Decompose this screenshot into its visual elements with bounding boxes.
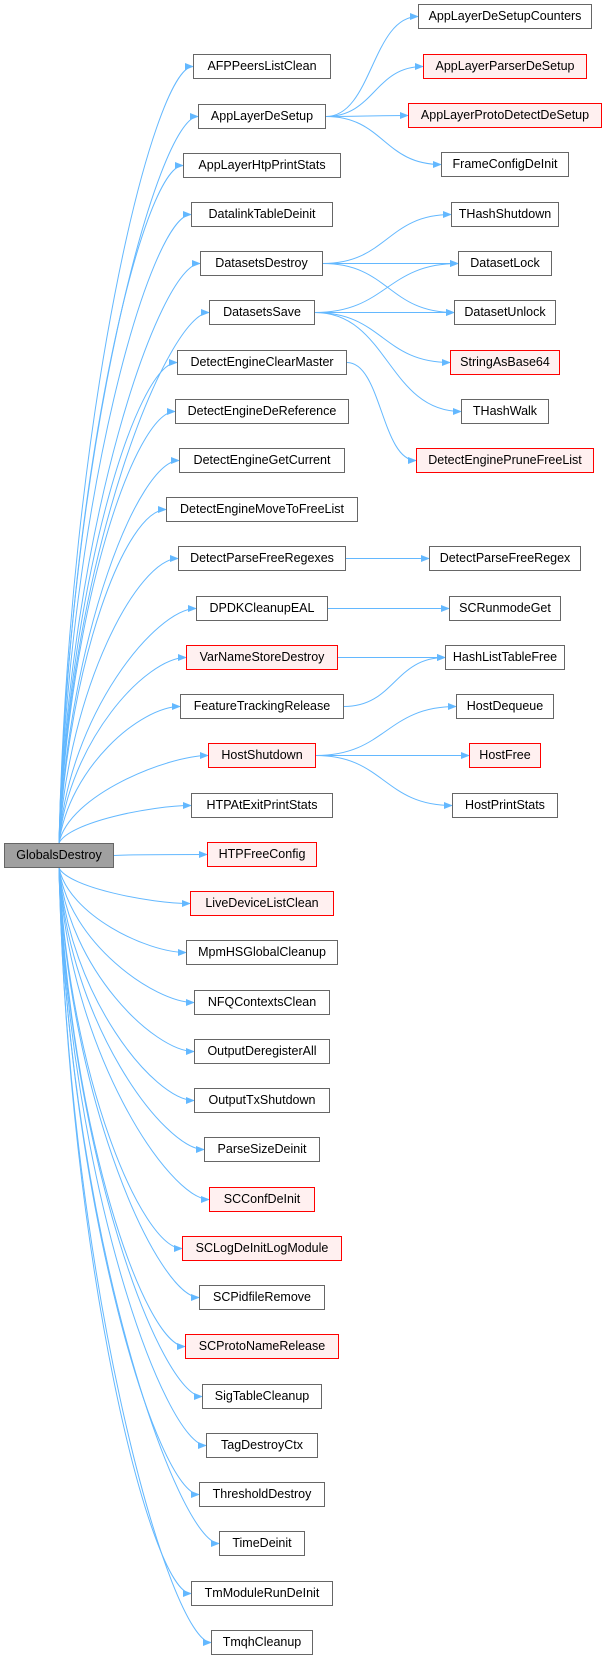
node-applayerparserdesetup[interactable]: AppLayerParserDeSetup: [423, 54, 587, 79]
edge-globalsdestroy-to-mpmhsglobalcleanup: [58, 867, 187, 957]
node-htpatexitprintstats[interactable]: HTPAtExitPrintStats: [191, 793, 333, 818]
node-thashwalk[interactable]: THashWalk: [461, 399, 549, 424]
edge-globalsdestroy-to-tmqhcleanup: [58, 867, 212, 1647]
edge-globalsdestroy-to-datasetsdestroy: [58, 259, 201, 844]
node-detectenginedereference[interactable]: DetectEngineDeReference: [175, 399, 349, 424]
node-datalinktabledeinit[interactable]: DatalinkTableDeinit: [191, 202, 333, 227]
edge-globalsdestroy-to-detectenginemovetofreelist: [58, 505, 167, 844]
edge-globalsdestroy-to-parsesizedeinit: [58, 867, 205, 1154]
edge-globalsdestroy-to-applayerdesetup: [58, 112, 199, 844]
node-stringasbase64[interactable]: StringAsBase64: [450, 350, 560, 375]
node-hashlisttablefree[interactable]: HashListTableFree: [445, 645, 565, 670]
node-thashshutdown[interactable]: THashShutdown: [451, 202, 559, 227]
node-scpidfileremove[interactable]: SCPidfileRemove: [199, 1285, 325, 1310]
edge-datasetssave-to-thashwalk: [314, 312, 462, 416]
node-tagdestroyctx[interactable]: TagDestroyCtx: [206, 1433, 318, 1458]
edge-globalsdestroy-to-detectenginegetcurrent: [58, 456, 180, 844]
edge-globalsdestroy-to-detectenginedereference: [58, 407, 176, 844]
node-datasetunlock[interactable]: DatasetUnlock: [454, 300, 556, 325]
edge-globalsdestroy-to-applayerhtpprintstats: [58, 161, 184, 844]
node-applayerdesetupcounters[interactable]: AppLayerDeSetupCounters: [418, 4, 592, 29]
node-thresholddestroy[interactable]: ThresholdDestroy: [199, 1482, 325, 1507]
edge-applayerdesetup-to-frameconfigdeinit: [325, 116, 442, 169]
edge-globalsdestroy-to-livedevicelistclean: [58, 867, 191, 908]
node-timedeinit[interactable]: TimeDeinit: [219, 1531, 305, 1556]
node-hostfree[interactable]: HostFree: [469, 743, 541, 768]
edge-hostshutdown-to-hostdequeue: [315, 702, 457, 756]
edge-globalsdestroy-to-nfqcontextsclean: [58, 867, 195, 1007]
edge-globalsdestroy-to-featuretrackingrelease: [58, 702, 181, 844]
node-hostdequeue[interactable]: HostDequeue: [456, 694, 554, 719]
node-applayerprotodetectdesetup[interactable]: AppLayerProtoDetectDeSetup: [408, 103, 602, 128]
edge-globalsdestroy-to-varnamestoredestroy: [58, 653, 187, 844]
node-outputderegisterall[interactable]: OutputDeregisterAll: [194, 1039, 330, 1064]
node-datasetlock[interactable]: DatasetLock: [458, 251, 552, 276]
node-dpdkcleanupeal[interactable]: DPDKCleanupEAL: [196, 596, 328, 621]
edge-globalsdestroy-to-datasetssave: [58, 308, 210, 844]
node-scconfdeinit[interactable]: SCConfDeInit: [209, 1187, 315, 1212]
edge-globalsdestroy-to-sclogdeinitlogmodule: [58, 867, 183, 1253]
node-datasetssave[interactable]: DatasetsSave: [209, 300, 315, 325]
node-sigtablecleanup[interactable]: SigTableCleanup: [202, 1384, 322, 1409]
edge-globalsdestroy-to-scconfdeinit: [58, 867, 210, 1204]
node-detectengineclearmaster[interactable]: DetectEngineClearMaster: [177, 350, 347, 375]
edge-globalsdestroy-to-detectparsefreeregexes: [58, 554, 179, 844]
edge-globalsdestroy-to-timedeinit: [58, 867, 220, 1548]
node-tmqhcleanup[interactable]: TmqhCleanup: [211, 1630, 313, 1655]
node-scrunmodeget[interactable]: SCRunmodeGet: [449, 596, 561, 621]
node-hostshutdown[interactable]: HostShutdown: [208, 743, 316, 768]
edge-globalsdestroy-to-outputderegisterall: [58, 867, 195, 1056]
node-nfqcontextsclean[interactable]: NFQContextsClean: [194, 990, 330, 1015]
node-parsesizedeinit[interactable]: ParseSizeDeinit: [204, 1137, 320, 1162]
node-afppeerslistclean[interactable]: AFPPeersListClean: [193, 54, 331, 79]
edge-globalsdestroy-to-htpfreeconfig: [113, 850, 208, 859]
node-globalsdestroy[interactable]: GlobalsDestroy: [4, 843, 114, 868]
node-htpfreeconfig[interactable]: HTPFreeConfig: [207, 842, 317, 867]
node-varnamestoredestroy[interactable]: VarNameStoreDestroy: [186, 645, 338, 670]
node-tmmodulerundeinit[interactable]: TmModuleRunDeInit: [191, 1581, 333, 1606]
edge-datasetsdestroy-to-datasetunlock: [322, 263, 455, 317]
edge-datasetsdestroy-to-thashshutdown: [322, 210, 452, 264]
node-detectenginemovetofreelist[interactable]: DetectEngineMoveToFreeList: [166, 497, 358, 522]
edge-globalsdestroy-to-tagdestroyctx: [58, 867, 207, 1450]
edge-globalsdestroy-to-datalinktabledeinit: [58, 210, 192, 844]
edge-globalsdestroy-to-htpatexitprintstats: [58, 801, 192, 844]
node-scprotonamerelease[interactable]: SCProtoNameRelease: [185, 1334, 339, 1359]
node-applayerdesetup[interactable]: AppLayerDeSetup: [198, 104, 326, 129]
node-detectengineprunefreelist[interactable]: DetectEnginePruneFreeList: [416, 448, 594, 473]
edge-globalsdestroy-to-hostshutdown: [58, 751, 209, 844]
edge-globalsdestroy-to-dpdkcleanupeal: [58, 604, 197, 844]
node-datasetsdestroy[interactable]: DatasetsDestroy: [200, 251, 323, 276]
node-hostprintstats[interactable]: HostPrintStats: [452, 793, 558, 818]
node-applayerhtpprintstats[interactable]: AppLayerHtpPrintStats: [183, 153, 341, 178]
node-outputtxshutdown[interactable]: OutputTxShutdown: [194, 1088, 330, 1113]
edge-globalsdestroy-to-scpidfileremove: [58, 867, 200, 1302]
node-sclogdeinitlogmodule[interactable]: SCLogDeInitLogModule: [182, 1236, 342, 1261]
edge-featuretrackingrelease-to-hashlisttablefree: [343, 653, 446, 707]
edge-applayerdesetup-to-applayerprotodetectdesetup: [325, 111, 409, 120]
edge-globalsdestroy-to-detectengineclearmaster: [58, 358, 178, 844]
edge-datasetssave-to-datasetlock: [314, 259, 459, 313]
edge-detectengineclearmaster-to-detectengineprunefreelist: [346, 362, 417, 465]
edge-globalsdestroy-to-sigtablecleanup: [58, 867, 203, 1401]
node-detectparsefreeregexes[interactable]: DetectParseFreeRegexes: [178, 546, 346, 571]
edge-globalsdestroy-to-outputtxshutdown: [58, 867, 195, 1105]
edge-hostshutdown-to-hostprintstats: [315, 755, 453, 810]
edge-applayerdesetup-to-applayerdesetupcounters: [325, 12, 419, 117]
edge-datasetssave-to-stringasbase64: [314, 312, 451, 367]
edge-globalsdestroy-to-afppeerslistclean: [58, 62, 194, 844]
node-detectparsefreeregex[interactable]: DetectParseFreeRegex: [429, 546, 581, 571]
edge-globalsdestroy-to-tmmodulerundeinit: [58, 867, 192, 1598]
node-livedevicelistclean[interactable]: LiveDeviceListClean: [190, 891, 334, 916]
edge-globalsdestroy-to-scprotonamerelease: [58, 867, 186, 1351]
node-frameconfigdeinit[interactable]: FrameConfigDeInit: [441, 152, 569, 177]
node-featuretrackingrelease[interactable]: FeatureTrackingRelease: [180, 694, 344, 719]
edge-applayerdesetup-to-applayerparserdesetup: [325, 62, 424, 117]
node-detectenginegetcurrent[interactable]: DetectEngineGetCurrent: [179, 448, 345, 473]
node-mpmhsglobalcleanup[interactable]: MpmHSGlobalCleanup: [186, 940, 338, 965]
